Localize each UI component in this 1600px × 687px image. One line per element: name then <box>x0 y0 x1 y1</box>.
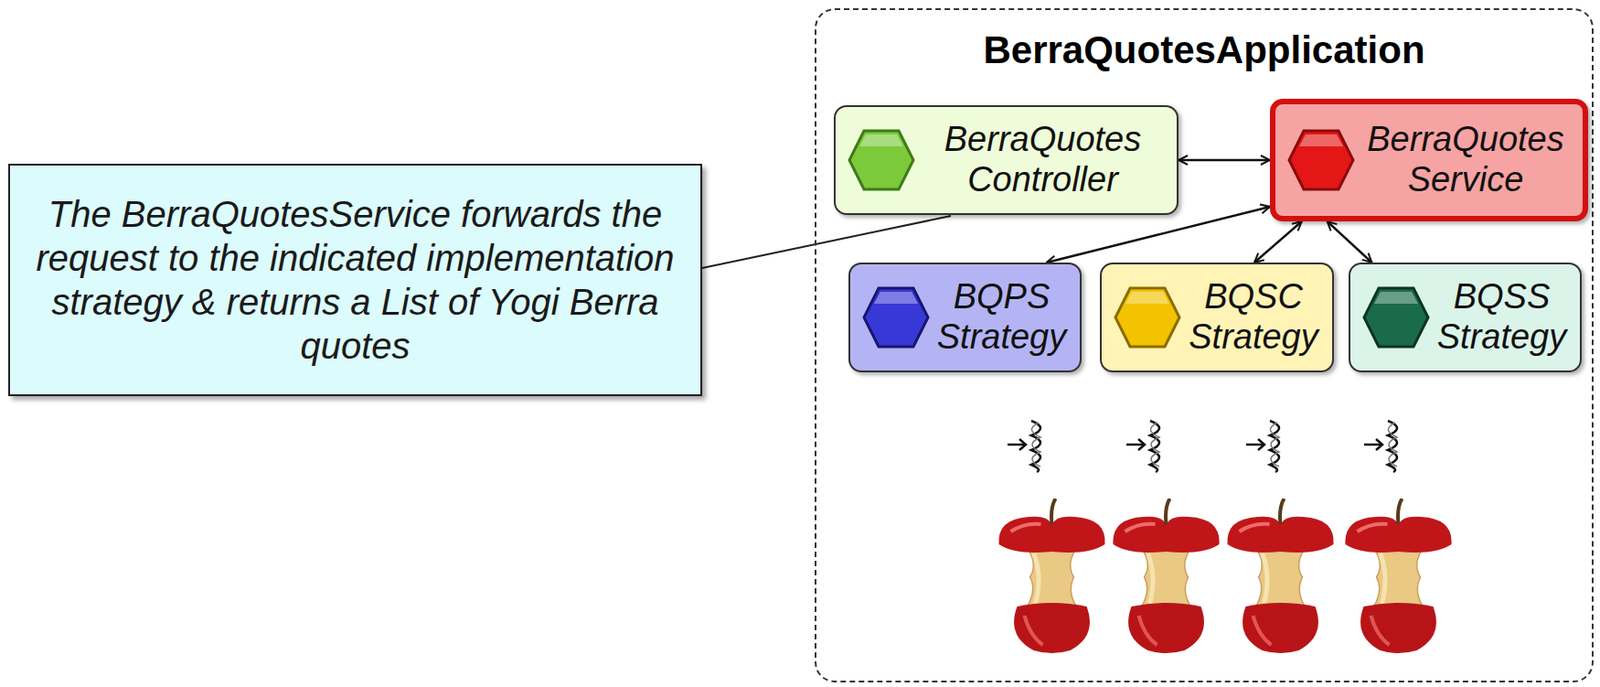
bidirectional-arrow <box>1046 206 1270 263</box>
apple-core <box>1112 498 1219 653</box>
thread-symbol <box>1126 420 1160 472</box>
hexagon-icon <box>861 285 931 350</box>
box-label: BerraQuotes Controller <box>916 119 1170 200</box>
hexagon-icon <box>1361 285 1431 350</box>
hexagon-highlight <box>1125 291 1170 304</box>
strategy-box: BQPS Strategy <box>848 262 1082 373</box>
hexagon-icon <box>1112 285 1183 350</box>
box-label: BerraQuotes Service <box>1355 119 1576 200</box>
hexagon-shape <box>1289 130 1354 190</box>
thread-symbol <box>1007 420 1041 472</box>
service-box: BerraQuotes Service <box>1269 98 1589 222</box>
apple-core <box>998 498 1105 653</box>
hexagon-highlight <box>874 291 918 304</box>
bidirectional-arrow <box>1254 221 1302 263</box>
strategy-box: BQSC Strategy <box>1099 262 1334 373</box>
diagram-title: BerraQuotesApplication <box>816 28 1592 73</box>
controller-box: BerraQuotes Controller <box>833 105 1179 215</box>
box-label: BQPS Strategy <box>930 277 1073 357</box>
bidirectional-arrow <box>1327 221 1373 263</box>
box-label: BQSS Strategy <box>1430 277 1573 357</box>
callout-text: The BerraQuotesService forwards the requ… <box>22 192 688 368</box>
strategy-box: BQSS Strategy <box>1348 262 1582 373</box>
callout-box: The BerraQuotesService forwards the requ… <box>8 163 703 396</box>
hexagon-icon <box>846 128 917 192</box>
bidirectional-arrow <box>1178 159 1270 162</box>
hexagon-shape <box>864 288 928 347</box>
hexagon-shape <box>849 130 914 190</box>
hexagon-shape <box>1115 288 1180 347</box>
apple-core <box>1344 498 1451 653</box>
box-label: BQSC Strategy <box>1182 277 1325 357</box>
hexagon-highlight <box>859 134 904 147</box>
thread-symbol <box>1246 420 1280 472</box>
hexagon-icon <box>1286 128 1356 192</box>
hexagon-highlight <box>1374 291 1419 304</box>
hexagon-shape <box>1364 288 1429 347</box>
apple-core <box>1226 498 1334 653</box>
leader-line <box>702 215 951 268</box>
thread-symbol <box>1364 420 1398 472</box>
application-boundary: BerraQuotesApplicationBerraQuotes Contro… <box>814 8 1594 683</box>
hexagon-highlight <box>1299 134 1344 147</box>
